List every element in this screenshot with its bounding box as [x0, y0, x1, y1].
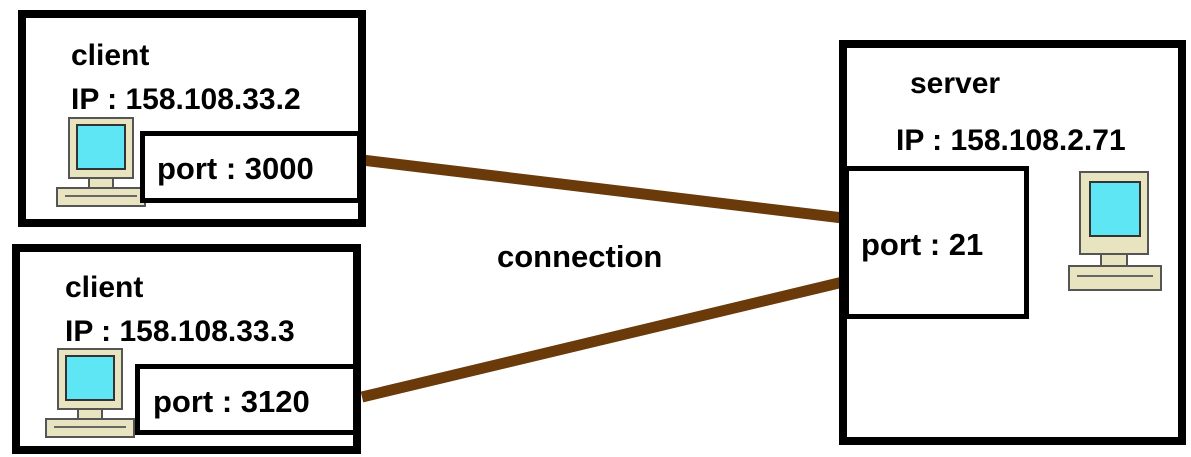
connection-line-client-2 [362, 282, 843, 397]
computer-icon [1065, 168, 1165, 298]
computer-icon [51, 116, 151, 211]
connection-label: connection [497, 241, 662, 272]
client-port-box: port : 3120 [135, 364, 358, 435]
computer-icon [40, 347, 140, 442]
client-title: client [71, 41, 149, 71]
connection-line-client-1 [362, 160, 843, 218]
server-title: server [910, 69, 1000, 99]
server-port-box: port : 21 [844, 166, 1029, 319]
client-box-2: client IP : 158.108.33.3 port : 3120 [12, 244, 361, 454]
client-ip: IP : 158.108.33.3 [65, 317, 295, 347]
server-port: port : 21 [861, 229, 983, 260]
client-ip: IP : 158.108.33.2 [71, 85, 301, 115]
server-box: server IP : 158.108.2.71 port : 21 [839, 40, 1186, 445]
client-box-1: client IP : 158.108.33.2 port : 3000 [18, 10, 366, 227]
client-port-box: port : 3000 [140, 131, 362, 203]
client-port: port : 3000 [157, 153, 314, 184]
server-ip: IP : 158.108.2.71 [896, 126, 1126, 156]
client-port: port : 3120 [153, 386, 310, 417]
client-title: client [65, 273, 143, 303]
